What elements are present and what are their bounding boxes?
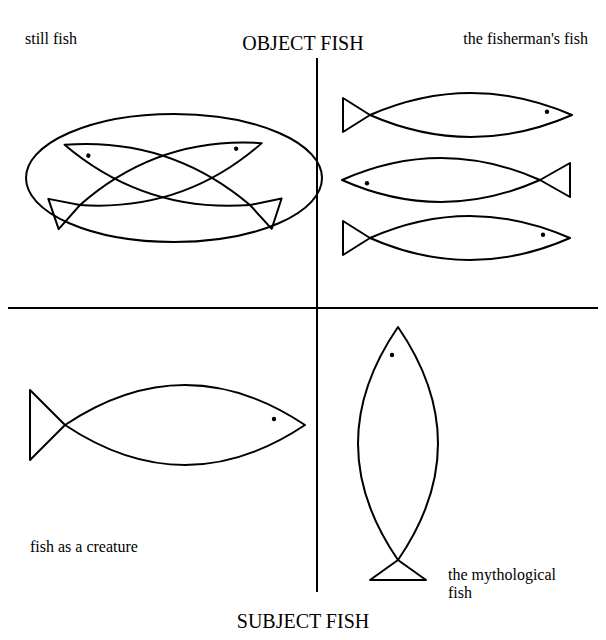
fish-tail (245, 190, 282, 229)
quadrant-label: the mythological fish (448, 566, 576, 603)
fish-tail (343, 98, 370, 132)
quadrant-label: fish as a creature (30, 538, 270, 556)
fish-body (74, 124, 269, 224)
quadrant-label: still fish (25, 30, 225, 48)
divider-line (316, 58, 318, 592)
fish-tail (540, 163, 570, 197)
fish-eye (541, 233, 545, 237)
fish-body (358, 327, 438, 560)
fish-eye (86, 153, 92, 159)
fish-symbol (342, 158, 570, 202)
fish-eye (365, 181, 369, 185)
fish-tail (30, 390, 65, 460)
fish-tail (343, 221, 370, 255)
fish-eye (233, 146, 239, 152)
fish-tail (370, 560, 426, 580)
fish-body (65, 385, 305, 465)
fish-symbol (47, 124, 268, 233)
fish-body (370, 216, 570, 260)
quadrant-label: the fisherman's fish (388, 30, 588, 48)
fish-symbol (343, 216, 570, 260)
fish-symbol (343, 93, 572, 137)
fish-body (342, 158, 540, 202)
fish-eye (272, 417, 276, 421)
fish-body (370, 93, 572, 137)
fish-symbol (358, 327, 438, 580)
plate (26, 114, 322, 242)
divider-line (8, 307, 598, 309)
caption: SUBJECT FISH (0, 610, 606, 633)
fish-symbol (30, 385, 305, 465)
fish-tail (48, 190, 85, 229)
fish-eye (545, 110, 549, 114)
fish-body (58, 126, 256, 224)
fish-eye (390, 353, 394, 357)
